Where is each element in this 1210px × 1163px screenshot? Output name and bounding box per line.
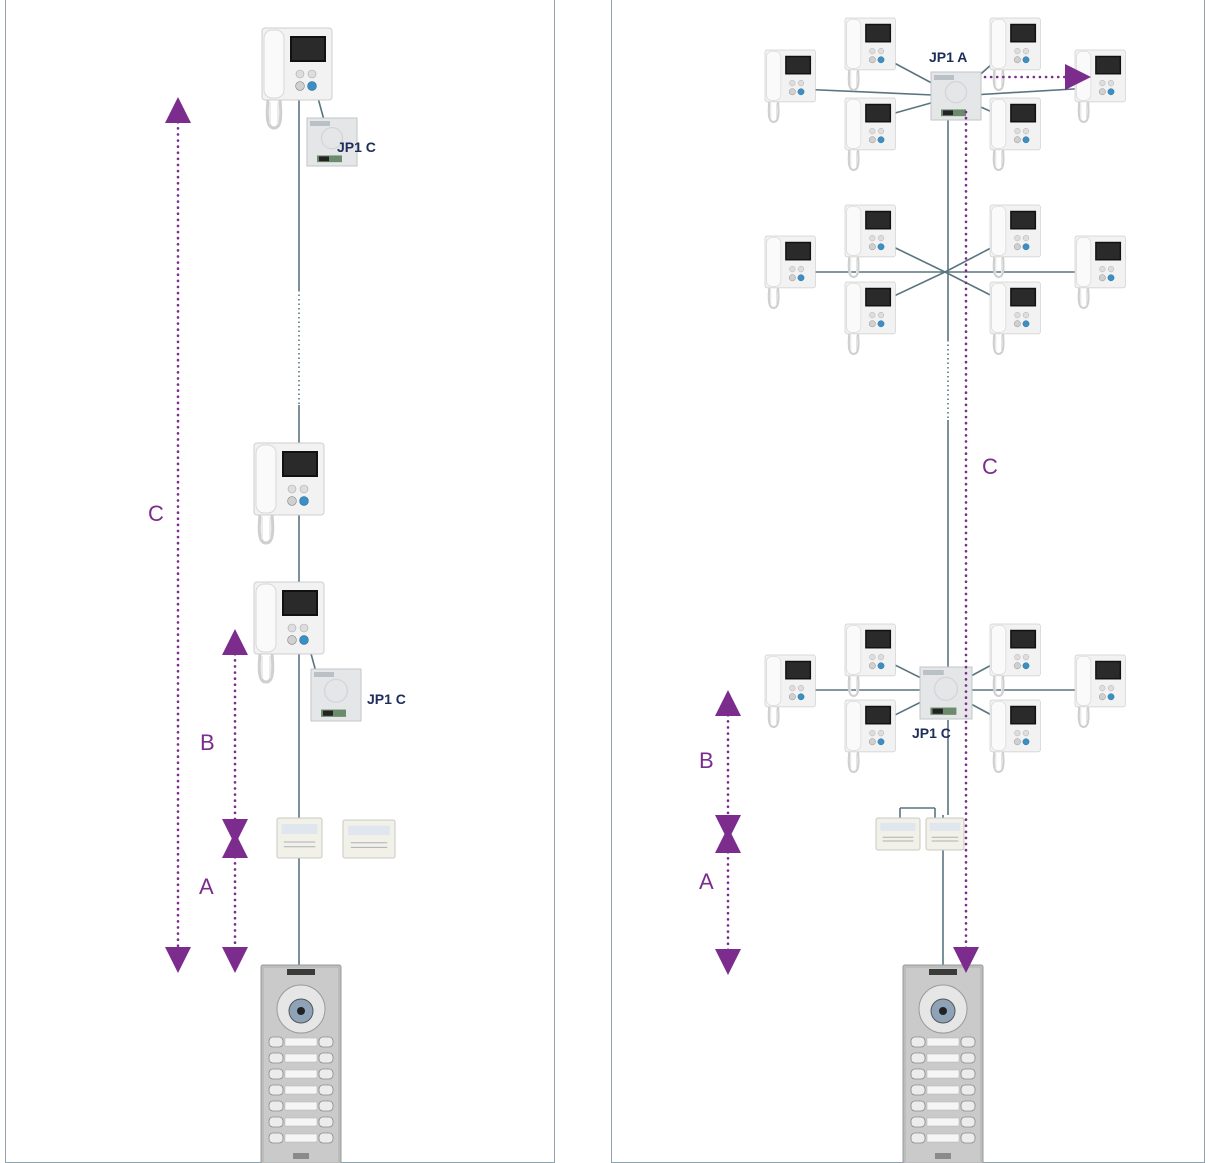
left-power-supply bbox=[276, 817, 323, 859]
right-middle-monitor bbox=[989, 204, 1041, 279]
left-monitor-module-link bbox=[317, 97, 325, 121]
right-power-supply-2 bbox=[925, 817, 965, 851]
left-middle-monitor bbox=[253, 442, 325, 545]
right-bottom-hub-label: JP1 C bbox=[912, 725, 951, 741]
right-top-monitor bbox=[844, 97, 896, 172]
right-distance-b-label: B bbox=[699, 748, 714, 773]
right-top-monitor bbox=[844, 17, 896, 92]
right-bottom-monitor bbox=[764, 654, 816, 729]
right-bottom-monitor bbox=[989, 699, 1041, 774]
right-middle-monitor bbox=[764, 235, 816, 310]
right-top-monitor bbox=[1074, 49, 1126, 124]
right-bottom-monitor bbox=[989, 623, 1041, 698]
right-power-supply bbox=[875, 817, 921, 851]
right-top-monitor bbox=[989, 17, 1041, 92]
right-middle-monitor bbox=[1074, 235, 1126, 310]
right-distance-c-label: C bbox=[982, 454, 998, 479]
bus-wires bbox=[298, 47, 1095, 965]
left-distance-a-label: A bbox=[199, 874, 214, 899]
right-top-monitor bbox=[989, 97, 1041, 172]
right-bottom-monitor bbox=[844, 623, 896, 698]
right-bottom-monitor bbox=[1074, 654, 1126, 729]
left-bottom-module-label: JP1 C bbox=[367, 691, 406, 707]
left-distance-c-label: C bbox=[148, 501, 164, 526]
right-bottom-monitor bbox=[844, 699, 896, 774]
left-power-supply-2 bbox=[342, 819, 396, 859]
right-top-jp1a-hub bbox=[930, 71, 982, 121]
right-distance-a-label: A bbox=[699, 869, 714, 894]
right-door-panel bbox=[902, 964, 984, 1163]
left-top-module-label: JP1 C bbox=[337, 139, 376, 155]
right-top-hub-label: JP1 A bbox=[929, 49, 967, 65]
left-bottom-jp1c-module bbox=[310, 668, 362, 722]
right-middle-monitor bbox=[844, 281, 896, 356]
left-distance-b-label: B bbox=[200, 730, 215, 755]
left-door-panel bbox=[260, 964, 342, 1163]
right-middle-monitor bbox=[989, 281, 1041, 356]
right-middle-monitor bbox=[844, 204, 896, 279]
left-top-jp1c-module bbox=[306, 117, 358, 167]
right-bottom-jp1c-hub bbox=[919, 666, 973, 720]
dimension-arrows bbox=[165, 64, 1091, 975]
left-lower-monitor bbox=[253, 581, 325, 684]
left-top-monitor bbox=[261, 27, 333, 130]
right-top-monitor bbox=[764, 49, 816, 124]
devices bbox=[253, 17, 1126, 1163]
